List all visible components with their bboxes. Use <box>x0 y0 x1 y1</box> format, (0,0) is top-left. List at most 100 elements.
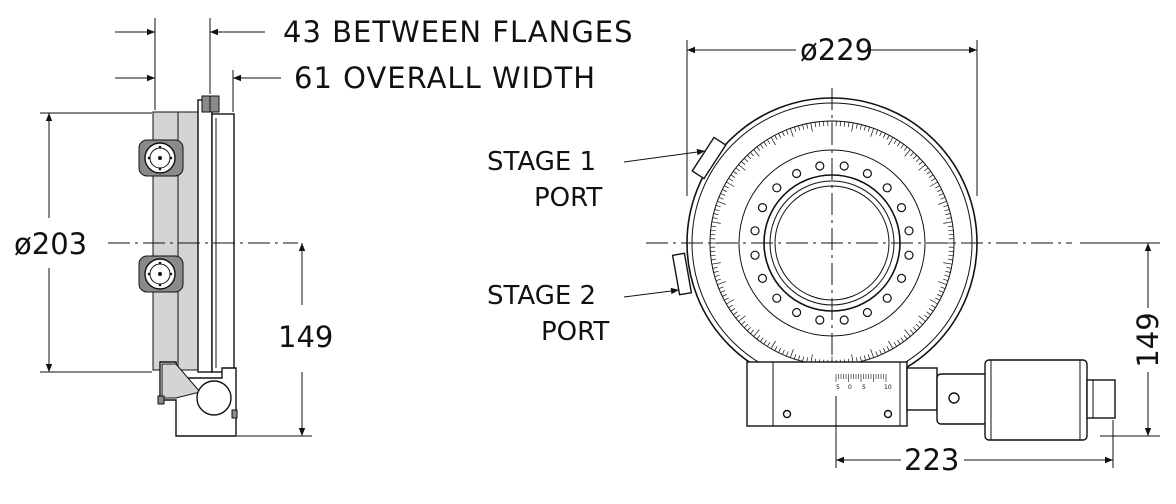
scale-tick <box>870 349 875 358</box>
scale-tick <box>918 315 926 322</box>
scale-tick <box>843 121 846 127</box>
scale-tick <box>926 311 931 315</box>
dim-right-height: 149 <box>1131 312 1165 367</box>
scale-tick <box>718 196 724 200</box>
scale-tick <box>730 174 736 178</box>
scale-tick <box>863 355 866 361</box>
scale-tick <box>929 299 938 305</box>
side-base-block <box>157 361 238 437</box>
bolt-hole <box>757 203 768 213</box>
scale-tick <box>935 185 940 189</box>
scale-tick <box>743 324 749 328</box>
scale-tick <box>929 181 938 187</box>
scale-tick <box>918 321 923 325</box>
scale-tick <box>940 196 946 200</box>
scale-ticks <box>710 121 954 365</box>
scale-tick <box>724 297 729 301</box>
bolt-hole <box>839 161 849 171</box>
dim-overall-width: 61 OVERALL WIDTH <box>294 61 596 95</box>
scale-tick <box>763 339 767 345</box>
scale-tick <box>904 149 911 157</box>
scale-tick <box>928 308 934 312</box>
bolt-hole <box>882 183 892 193</box>
scale-tick <box>711 225 717 228</box>
scale-tick <box>756 146 761 152</box>
scale-tick <box>910 329 914 334</box>
scale-tick <box>767 342 771 347</box>
scale-tick <box>774 135 778 140</box>
scale-tick <box>715 204 721 208</box>
scale-tick <box>798 125 801 131</box>
scale-tick <box>760 337 764 342</box>
scale-tick <box>947 258 953 261</box>
scale-tick <box>937 189 942 193</box>
scale-tick <box>948 229 954 232</box>
side-port-fitting-2 <box>138 255 184 293</box>
scale-tick <box>711 262 721 265</box>
scale-tick <box>947 225 953 228</box>
scale-tick <box>943 262 953 265</box>
scale-tick <box>802 356 805 362</box>
scale-tick <box>806 123 809 129</box>
scale-tick <box>782 131 785 137</box>
vernier-number: 0 <box>848 384 852 391</box>
scale-tick <box>938 193 944 196</box>
bolt-hole <box>862 168 873 179</box>
scale-tick <box>943 278 949 282</box>
scale-tick <box>712 266 718 269</box>
scale-tick <box>712 217 718 220</box>
scale-tick <box>859 124 862 130</box>
scale-tick <box>793 126 797 132</box>
scale-tick <box>948 254 954 257</box>
scale-tick <box>943 221 953 224</box>
dim-right-diameter: ø229 <box>800 33 873 67</box>
scale-tick <box>918 161 923 165</box>
scale-tick <box>900 337 904 342</box>
scale-tick <box>935 297 940 301</box>
scale-tick <box>722 189 727 193</box>
scale-tick <box>904 329 911 337</box>
scale-tick <box>728 178 733 182</box>
scale-tick <box>810 122 813 132</box>
scale-tick <box>870 128 875 137</box>
scale-tick <box>923 167 929 172</box>
scale-tick <box>763 141 767 147</box>
scale-tick <box>738 164 746 171</box>
scale-tick <box>785 129 789 135</box>
scale-tick <box>730 308 736 312</box>
scale-tick <box>882 133 886 138</box>
scale-tick <box>915 158 921 162</box>
scale-tick <box>855 123 858 129</box>
scale-tick <box>714 209 720 212</box>
dim-right-width: 223 <box>904 443 959 477</box>
scale-tick <box>938 290 944 293</box>
bolt-hole <box>862 307 873 318</box>
scale-tick <box>944 274 950 277</box>
label-stage1-line2: PORT <box>534 183 602 213</box>
scale-tick <box>915 324 921 328</box>
scale-tick <box>750 329 754 334</box>
scale-tick <box>720 290 726 293</box>
scale-tick <box>717 200 726 205</box>
scale-tick <box>802 124 805 130</box>
bolt-hole <box>791 307 802 318</box>
bolt-hole <box>757 273 768 283</box>
scale-tick <box>946 217 952 220</box>
scale-tick <box>886 135 890 140</box>
bolt-hole <box>882 293 892 303</box>
scale-tick <box>789 128 794 137</box>
scale-tick <box>747 326 751 332</box>
scale-tick <box>943 204 949 208</box>
bolt-hole <box>839 315 849 325</box>
scale-tick <box>893 139 897 144</box>
side-port-fitting-1 <box>138 139 184 177</box>
scale-tick <box>937 293 942 297</box>
scale-tick <box>926 171 931 175</box>
scale-tick <box>738 315 746 322</box>
vernier-number: 5 <box>862 384 866 391</box>
scale-tick <box>715 278 721 282</box>
scale-tick <box>940 286 946 290</box>
bolt-holes <box>750 161 914 325</box>
